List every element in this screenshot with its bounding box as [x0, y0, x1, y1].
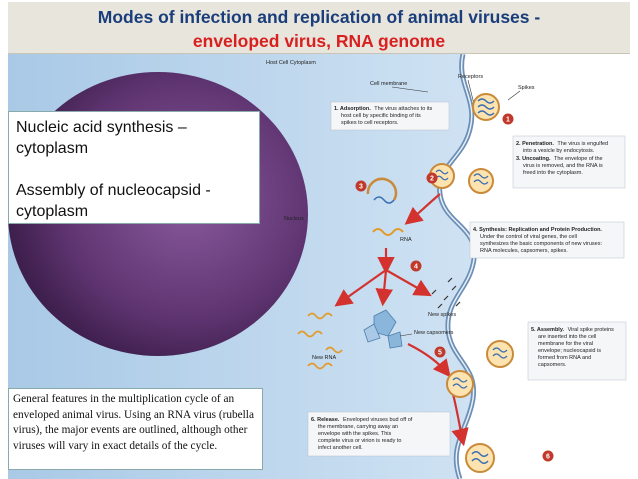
- step-marker-3: 3: [355, 180, 367, 192]
- title-bar: Modes of infection and replication of an…: [8, 2, 630, 54]
- svg-text:1. Adsorption. The vir: 1. Adsorption. The virus attaches to its: [334, 106, 433, 112]
- svg-text:3. Uncoating. The enve: 3. Uncoating. The envelope of the: [516, 156, 603, 162]
- svg-text:envelope; nucleocapsid is: envelope; nucleocapsid is: [538, 348, 601, 354]
- svg-text:4: 4: [414, 264, 418, 271]
- new-spikes: [431, 277, 461, 309]
- svg-text:2. Penetration. The vi: 2. Penetration. The virus is engulfed: [516, 141, 608, 147]
- title-line-2: enveloped virus, RNA genome: [192, 31, 446, 51]
- step-marker-5: 5: [434, 346, 446, 358]
- svg-text:3: 3: [359, 184, 363, 191]
- virion-released: [465, 443, 495, 473]
- svg-text:envelope with the spikes. This: envelope with the spikes. This: [318, 431, 392, 437]
- spikes-label: Spikes: [518, 85, 535, 91]
- virion-budding: [486, 340, 514, 368]
- endocytic-vesicle: [429, 163, 455, 189]
- cell-membrane-leader: [391, 86, 429, 93]
- new-rna-label-line1: New RNA: [312, 355, 336, 361]
- receptors-leader: [467, 79, 475, 105]
- virion-uncoating: [366, 177, 398, 204]
- step-marker-4: 4: [410, 260, 422, 272]
- svg-text:infect another cell.: infect another cell.: [318, 445, 363, 451]
- arrow-to-assembly: [407, 343, 451, 378]
- cell-membrane-label: Cell membrane: [370, 81, 407, 87]
- virion-adsorption: [472, 93, 500, 121]
- nucleus-label: Nucleus: [284, 216, 304, 222]
- step-box-4: 4. Synthesis: Replication and Protein Pr…: [469, 221, 625, 259]
- step-marker-6: 6: [542, 450, 554, 462]
- svg-text:formed from RNA and: formed from RNA and: [538, 355, 591, 361]
- receptors-label: Receptors: [458, 74, 483, 80]
- step-box-6: 6. Release. Enveloped viruses bud off of…: [307, 411, 451, 457]
- svg-text:6. Release. Enveloped: 6. Release. Enveloped viruses bud off of: [311, 417, 413, 423]
- svg-text:2: 2: [430, 176, 434, 183]
- svg-text:5. Assembly. Viral spi: 5. Assembly. Viral spike proteins: [531, 327, 614, 333]
- svg-text:5: 5: [438, 350, 442, 357]
- svg-text:synthesizes the basic componen: synthesizes the basic components of new …: [480, 241, 602, 247]
- capsomers-leader: [399, 333, 413, 337]
- arrow-to-capsomers: [375, 269, 393, 307]
- svg-text:1: 1: [506, 117, 510, 124]
- info-box: Nucleic acid synthesis – cytoplasm Assem…: [8, 111, 260, 224]
- rna-label: RNA: [400, 237, 412, 243]
- info-nucleic-acid: Nucleic acid synthesis – cytoplasm: [16, 119, 187, 157]
- svg-text:Under the control of viral gen: Under the control of viral genes, the ce…: [480, 234, 577, 240]
- svg-text:freed into the cytoplasm.: freed into the cytoplasm.: [523, 170, 583, 176]
- svg-text:complete virus or virion is re: complete virus or virion is ready to: [318, 438, 401, 444]
- spikes-leader: [507, 90, 521, 101]
- host-cytoplasm-label: Host Cell Cytoplasm: [266, 60, 316, 66]
- step-marker-1: 1: [502, 113, 514, 125]
- svg-text:are inserted into the cell: are inserted into the cell: [538, 334, 596, 340]
- svg-text:into a vesicle by endocytosis.: into a vesicle by endocytosis.: [523, 148, 595, 154]
- svg-text:6: 6: [546, 454, 550, 461]
- step-marker-2: 2: [426, 172, 438, 184]
- info-assembly: Assembly of nucleocapsid - cytoplasm: [16, 182, 211, 220]
- figure-caption: General features in the multiplication c…: [8, 388, 263, 470]
- svg-text:host cell by specific binding: host cell by specific binding of its: [341, 113, 421, 119]
- new-capsomers: [363, 309, 403, 349]
- step-box-5: 5. Assembly. Viral spike proteins are in…: [527, 321, 627, 381]
- svg-text:virus is removed, and the RNA: virus is removed, and the RNA is: [523, 163, 603, 169]
- new-spikes-label: New spikes: [428, 312, 456, 318]
- membrane-highlight: [438, 54, 475, 479]
- rna-strand: [372, 228, 404, 236]
- virion-assembly: [446, 370, 474, 398]
- arrow-to-spikes: [385, 269, 432, 297]
- arrow-to-new-rna: [334, 269, 387, 307]
- arrow-to-uncoating: [404, 193, 441, 225]
- virion-outside: [468, 168, 494, 194]
- svg-text:capsomers.: capsomers.: [538, 362, 567, 368]
- svg-text:membrane for the viral: membrane for the viral: [538, 341, 593, 347]
- svg-text:spikes to cell receptors.: spikes to cell receptors.: [341, 120, 399, 126]
- svg-text:RNA molecules, capsomers, spik: RNA molecules, capsomers, spikes.: [480, 248, 568, 254]
- svg-text:the membrane, carrying away an: the membrane, carrying away an: [318, 424, 398, 430]
- step-box-2-3: 2. Penetration. The virus is engulfed in…: [512, 135, 626, 189]
- svg-text:4. Synthesis: Replication and: 4. Synthesis: Replication and Protein Pr…: [473, 227, 602, 233]
- title-line-1: Modes of infection and replication of an…: [97, 7, 541, 27]
- new-capsomers-label: New capsomers: [414, 330, 454, 336]
- new-rna-strands: [297, 312, 343, 370]
- step-box-1: 1. Adsorption. The virus attaches to its…: [330, 101, 450, 131]
- arrow-to-release: [451, 393, 469, 447]
